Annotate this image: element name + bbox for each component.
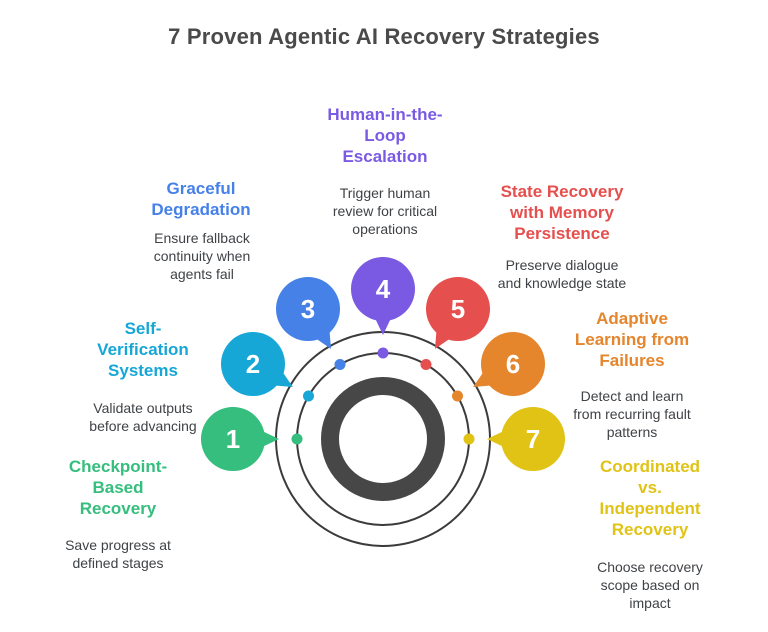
bubble-2-number: 2: [246, 349, 260, 379]
orbit-dot-7: [463, 433, 475, 445]
strategy-5-heading: State Recovery with Memory Persistence: [500, 182, 624, 243]
strategy-5-description: Preserve dialogue and knowledge state: [497, 257, 627, 291]
strategy-7-heading: Coordinated vs. Independent Recovery: [599, 457, 701, 539]
bubble-3-number: 3: [301, 294, 315, 324]
strategy-6-heading: Adaptive Learning from Failures: [574, 309, 690, 370]
bubble-1-number: 1: [226, 424, 240, 454]
strategy-4-heading: Human-in-the- Loop Escalation: [327, 105, 443, 166]
strategy-bubble-7: 7: [487, 407, 565, 471]
bubble-5-number: 5: [451, 294, 465, 324]
bubble-1-circle: [201, 407, 265, 471]
bubble-4-tail: [374, 316, 392, 335]
orbit-dot-5: [420, 359, 432, 370]
orbit-outer-circle: [275, 331, 491, 547]
strategy-bubble-6: 6: [473, 332, 545, 396]
strategy-4-description: Trigger human review for critical operat…: [332, 185, 438, 237]
strategy-bubble-4: 4: [351, 257, 415, 335]
orbit-dot-4: [377, 347, 389, 359]
orbit-dot-2: [303, 390, 314, 402]
bubble-5-circle: [426, 277, 490, 341]
bubble-7-tail: [487, 430, 506, 448]
strategy-bubble-2: 2: [221, 332, 293, 396]
bubble-7-number: 7: [526, 424, 540, 454]
orbit-dot-6: [452, 390, 463, 402]
strategy-3-heading: Graceful Degradation: [151, 179, 251, 219]
strategy-3-description: Ensure fallback continuity when agents f…: [153, 230, 251, 282]
bubble-4-number: 4: [376, 274, 391, 304]
orbit-dot-3: [334, 359, 346, 370]
orbit-dot-1: [291, 433, 303, 445]
bubble-6-number: 6: [506, 349, 520, 379]
bubble-1-tail: [260, 430, 279, 448]
bubble-7-circle: [501, 407, 565, 471]
strategy-bubble-1: 1: [201, 407, 279, 471]
strategy-6-description: Detect and learn from recurring fault pa…: [573, 388, 691, 440]
strategy-2-heading: Self- Verification Systems: [97, 319, 189, 380]
strategy-bubble-3: 3: [276, 277, 340, 349]
strategy-2-description: Validate outputs before advancing: [89, 400, 197, 434]
bubble-6-circle: [481, 332, 545, 396]
strategy-1-description: Save progress at defined stages: [65, 537, 171, 571]
strategy-bubble-5: 5: [426, 277, 490, 349]
strategy-7-description: Choose recovery scope based on impact: [597, 559, 703, 611]
page-title: 7 Proven Agentic AI Recovery Strategies: [168, 24, 600, 49]
strategy-1-heading: Checkpoint- Based Recovery: [68, 457, 168, 518]
center-ring: [321, 377, 445, 501]
bubble-3-circle: [276, 277, 340, 341]
bubble-4-circle: [351, 257, 415, 321]
bubble-2-circle: [221, 332, 285, 396]
